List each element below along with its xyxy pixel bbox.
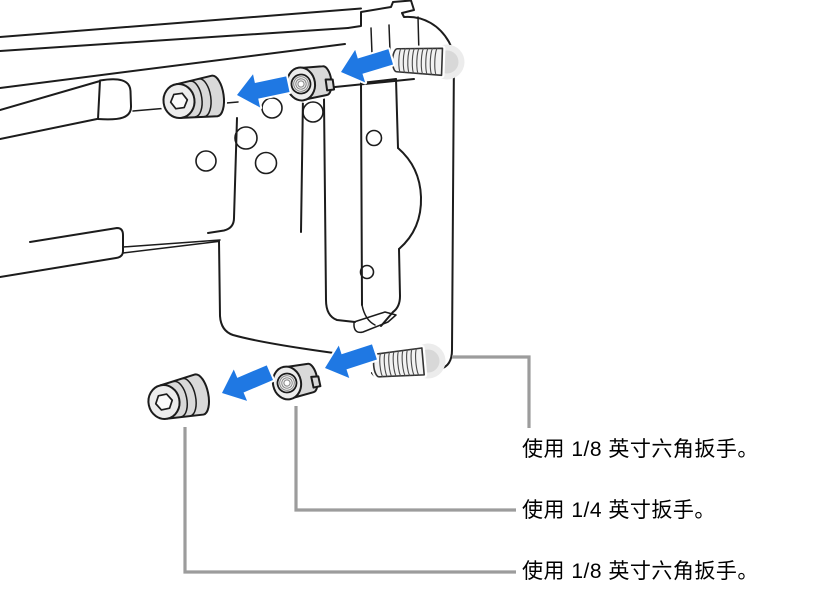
- barrel-nut-top: [285, 63, 335, 102]
- callout-line-bottom: [183, 427, 516, 574]
- threaded-screw-top: [392, 43, 465, 80]
- bracket-channel: [323, 78, 423, 334]
- callout-label-top: 使用 1/8 英寸六角扳手。: [522, 438, 759, 461]
- sheet-holes: [195, 97, 383, 280]
- barrel-nut-bottom: [270, 360, 322, 402]
- arrow-left-bottom-outer-icon: [215, 357, 276, 409]
- hex-socket-screw-top: [160, 74, 226, 123]
- rail-tab: [0, 227, 124, 278]
- callout-label-middle: 使用 1/4 英寸扳手。: [522, 499, 716, 522]
- callout-line-middle: [294, 406, 516, 512]
- callout-label-bottom: 使用 1/8 英寸六角扳手。: [522, 560, 759, 583]
- rib-foot: [353, 311, 397, 334]
- hex-socket-screw-bottom: [144, 373, 212, 426]
- rib-bump: [397, 147, 423, 250]
- callout-lines: [183, 355, 531, 574]
- fasteners: [144, 43, 465, 426]
- inner-rail-end-cap: [97, 78, 133, 121]
- callout-line-top: [452, 355, 531, 428]
- threaded-screw-bottom: [372, 342, 447, 383]
- arrow-left-bottom-inner-icon: [317, 333, 382, 387]
